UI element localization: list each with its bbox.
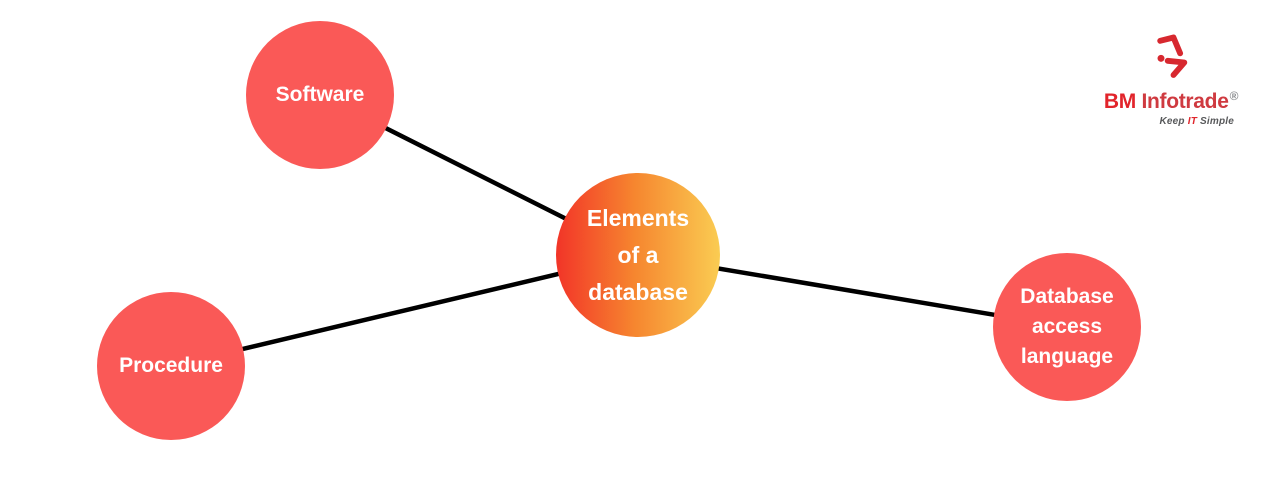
central-label-line-1: Elements — [586, 204, 690, 231]
bm-infotrade-logo-mark-icon — [1157, 34, 1188, 78]
node-procedure: Procedure — [97, 292, 245, 440]
brand-name-bm: BM — [1103, 90, 1136, 113]
tagline-word-keep: Keep — [1159, 116, 1185, 127]
node-software: Software — [246, 21, 394, 169]
brand-tagline: Keep IT Simple — [1095, 116, 1247, 127]
central-label-line-2: of a — [617, 241, 659, 268]
dal-label-line-3: language — [1020, 345, 1114, 368]
central-label-line-3: database — [588, 278, 688, 305]
node-procedure-label: Procedure — [119, 354, 223, 377]
dal-label-line-1: Database — [1020, 285, 1114, 308]
registered-trademark-symbol: ® — [1229, 89, 1239, 103]
dal-label-line-2: access — [1031, 315, 1103, 338]
tagline-word-simple: Simple — [1200, 116, 1234, 127]
node-database-access-language: Database access language — [993, 253, 1141, 401]
node-elements-of-a-database: Elements of a database — [556, 173, 720, 337]
brand-name: BM Infotrade® — [1095, 84, 1247, 114]
brand-name-infotrade: Infotrade — [1135, 90, 1229, 113]
bm-infotrade-logo: BM Infotrade® Keep IT Simple — [1095, 30, 1247, 127]
tagline-word-it: IT — [1187, 116, 1198, 127]
node-software-label: Software — [275, 83, 365, 106]
